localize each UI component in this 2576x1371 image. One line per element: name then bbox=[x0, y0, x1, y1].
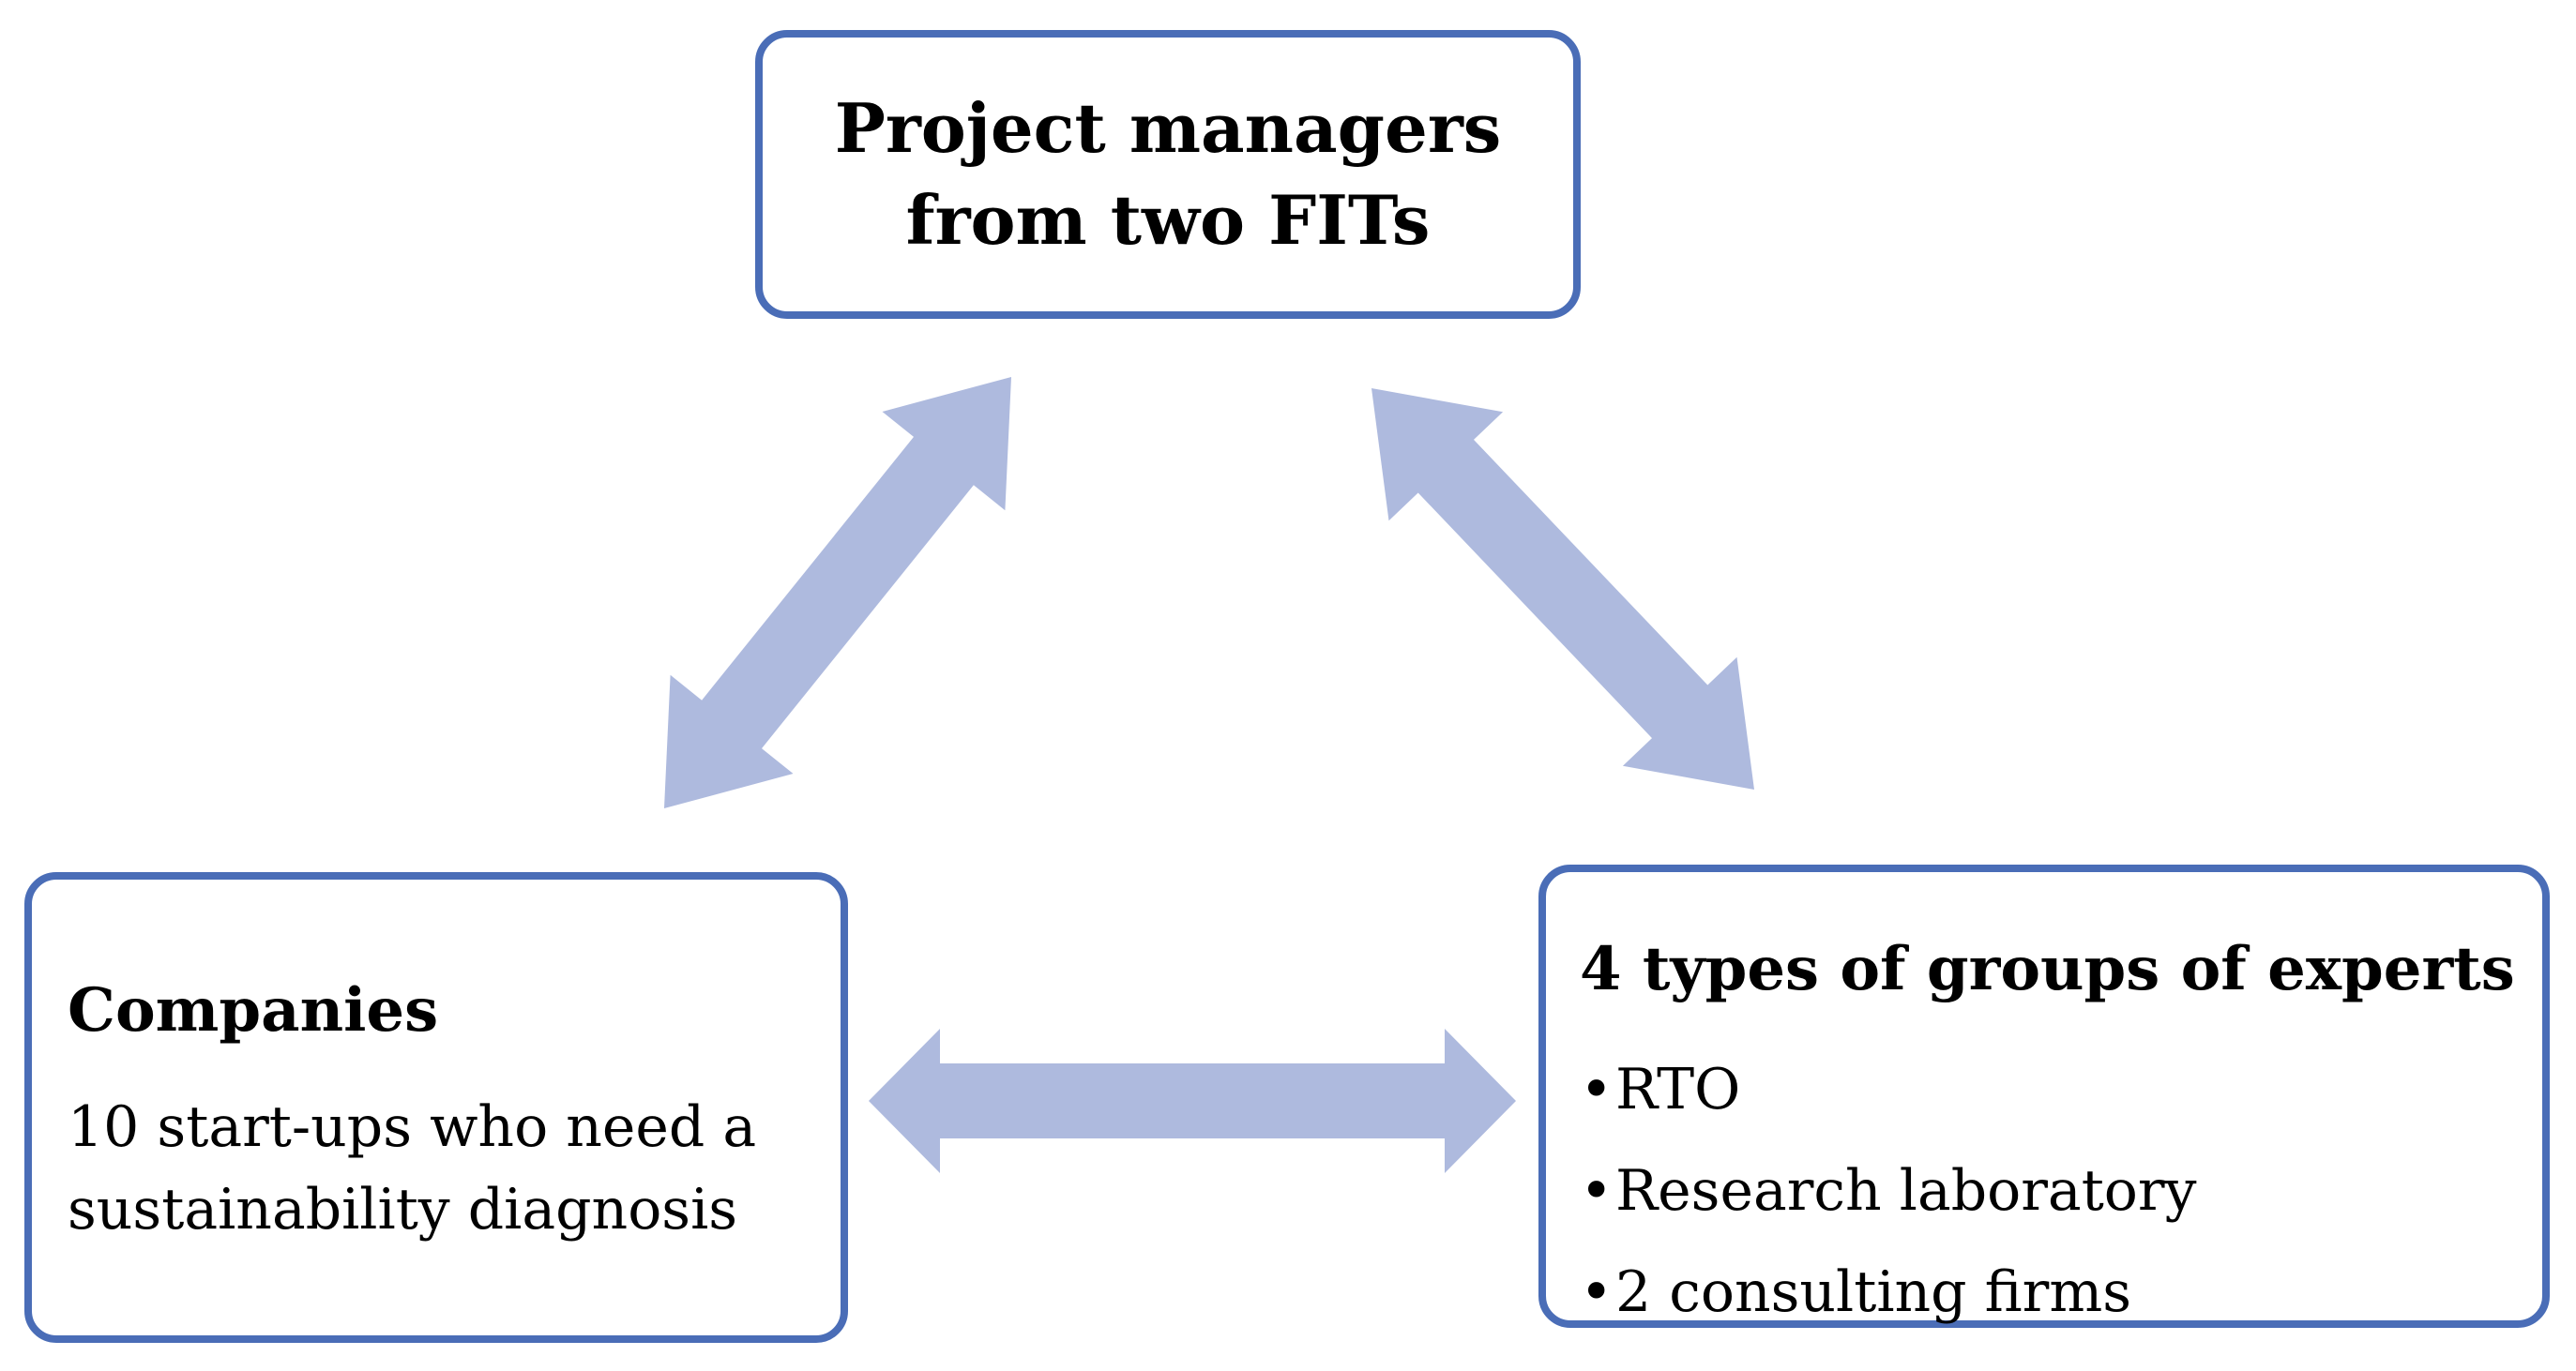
bullet-icon: • bbox=[1580, 1057, 1614, 1122]
arrow-top-left bbox=[664, 377, 1011, 808]
experts-box: 4 types of groups of experts •RTO •Resea… bbox=[1538, 865, 2550, 1328]
experts-list-item: •2 consulting firms bbox=[1580, 1242, 2197, 1343]
experts-list-item-label: 2 consulting firms bbox=[1615, 1259, 2132, 1325]
experts-list-item-label: Research laboratory bbox=[1615, 1158, 2197, 1224]
bullet-icon: • bbox=[1580, 1158, 1614, 1224]
project-managers-title-line-1: Project managers bbox=[834, 88, 1502, 168]
companies-description: 10 start-ups who need a sustainability d… bbox=[68, 1086, 756, 1251]
experts-list-item: •RTO bbox=[1580, 1039, 2197, 1140]
project-managers-box: Project managers from two FITs bbox=[755, 30, 1581, 319]
project-managers-title-line-2: from two FITs bbox=[905, 180, 1431, 260]
experts-title: 4 types of groups of experts bbox=[1580, 934, 2515, 1004]
experts-list-item-label: RTO bbox=[1615, 1057, 1741, 1122]
companies-description-line-1: 10 start-ups who need a bbox=[68, 1094, 757, 1160]
companies-title: Companies bbox=[68, 975, 439, 1046]
arrow-top-right bbox=[1371, 388, 1754, 790]
experts-list-item: •Research laboratory bbox=[1580, 1140, 2197, 1242]
companies-box: Companies 10 start-ups who need a sustai… bbox=[24, 872, 848, 1343]
bullet-icon: • bbox=[1580, 1259, 1614, 1325]
arrow-left-right bbox=[869, 1029, 1516, 1173]
experts-list: •RTO •Research laboratory •2 consulting … bbox=[1580, 1039, 2197, 1343]
companies-description-line-2: sustainability diagnosis bbox=[68, 1177, 738, 1243]
